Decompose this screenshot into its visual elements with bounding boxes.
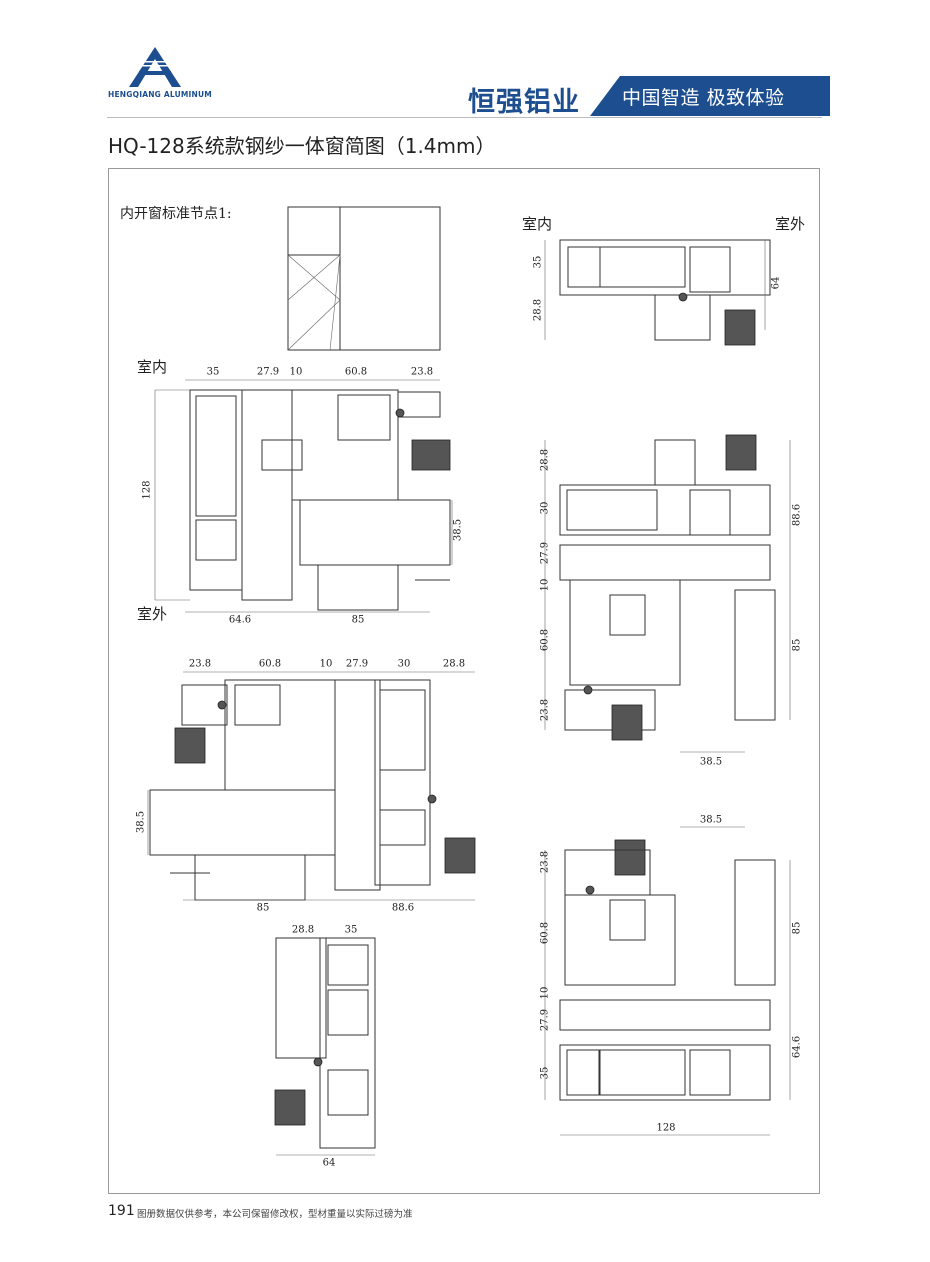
slogan-text: 中国智造 极致体验 bbox=[622, 87, 785, 109]
section-d6 bbox=[544, 826, 791, 1136]
dim-label: 88.6 bbox=[391, 902, 415, 914]
dim-label: 60.8 bbox=[539, 921, 551, 945]
dim-label: 60.8 bbox=[539, 628, 551, 652]
dim-label: 23.8 bbox=[188, 658, 212, 670]
dim-label: 38.5 bbox=[452, 518, 464, 542]
dim-label: 27.9 bbox=[539, 1008, 551, 1032]
slogan-banner: 中国智造 极致体验 bbox=[590, 76, 830, 116]
dim-label: 35 bbox=[206, 366, 220, 378]
dim-label: 30 bbox=[539, 501, 551, 515]
section-d3 bbox=[544, 434, 791, 753]
dim-label: 23.8 bbox=[539, 698, 551, 722]
dim-label: 128 bbox=[656, 1122, 676, 1134]
dim-label: 64.6 bbox=[791, 1035, 803, 1059]
d2-inside-label: 室内 bbox=[522, 215, 553, 233]
d1-outside-label: 室外 bbox=[137, 605, 168, 623]
dim-label: 27.9 bbox=[345, 658, 369, 670]
brand-name: 恒强铝业 bbox=[468, 87, 580, 118]
dim-label: 38.5 bbox=[699, 756, 723, 768]
dim-label: 85 bbox=[791, 638, 803, 652]
dim-label: 85 bbox=[791, 921, 803, 935]
section-d5 bbox=[274, 937, 376, 1156]
dim-label: 23.8 bbox=[410, 366, 434, 378]
dim-label: 128 bbox=[141, 480, 153, 500]
dim-label: 35 bbox=[532, 255, 544, 269]
dim-label: 28.8 bbox=[539, 448, 551, 472]
dim-label: 27.9 bbox=[539, 541, 551, 565]
dim-label: 38.5 bbox=[135, 810, 147, 834]
header-divider bbox=[107, 117, 822, 118]
page-title: HQ-128系统款钢纱一体窗简图（1.4mm） bbox=[108, 134, 496, 158]
dim-label: 23.8 bbox=[539, 850, 551, 874]
dim-label: 28.8 bbox=[442, 658, 466, 670]
dim-label: 27.9 bbox=[256, 366, 280, 378]
d2-outside-label: 室外 bbox=[775, 215, 806, 233]
dim-label: 64.6 bbox=[228, 614, 252, 626]
dim-label: 35 bbox=[344, 924, 358, 936]
dim-label: 10 bbox=[319, 658, 333, 670]
dim-label: 30 bbox=[397, 658, 411, 670]
dim-label: 10 bbox=[539, 578, 551, 592]
dim-label: 28.8 bbox=[291, 924, 315, 936]
dim-label: 85 bbox=[351, 614, 365, 626]
logo-mark-icon bbox=[129, 47, 181, 87]
logo bbox=[125, 45, 185, 90]
page-number: 191 bbox=[108, 1203, 135, 1219]
section-d4 bbox=[147, 671, 476, 901]
dim-label: 64 bbox=[322, 1157, 336, 1169]
dim-label: 60.8 bbox=[344, 366, 368, 378]
section-d1 bbox=[154, 379, 453, 613]
dim-label: 10 bbox=[289, 366, 303, 378]
dim-label: 85 bbox=[256, 902, 270, 914]
d1-inside-label: 室内 bbox=[137, 358, 168, 376]
section-d2 bbox=[544, 239, 771, 346]
footer-note: 图册数据仅供参考，本公司保留修改权，型材重量以实际过磅为准 bbox=[137, 1209, 413, 1220]
dim-label: 35 bbox=[539, 1066, 551, 1080]
dim-label: 60.8 bbox=[258, 658, 282, 670]
dim-label: 38.5 bbox=[699, 814, 723, 826]
dim-label: 28.8 bbox=[532, 298, 544, 322]
node-label: 内开窗标准节点1: bbox=[120, 206, 232, 222]
window-elevation-diagram bbox=[287, 206, 441, 351]
dim-label: 64 bbox=[770, 276, 782, 290]
drawing-frame bbox=[108, 168, 820, 1194]
logo-text: HENGQIANG ALUMINUM bbox=[108, 90, 212, 99]
dim-label: 10 bbox=[539, 986, 551, 1000]
dim-label: 88.6 bbox=[791, 503, 803, 527]
